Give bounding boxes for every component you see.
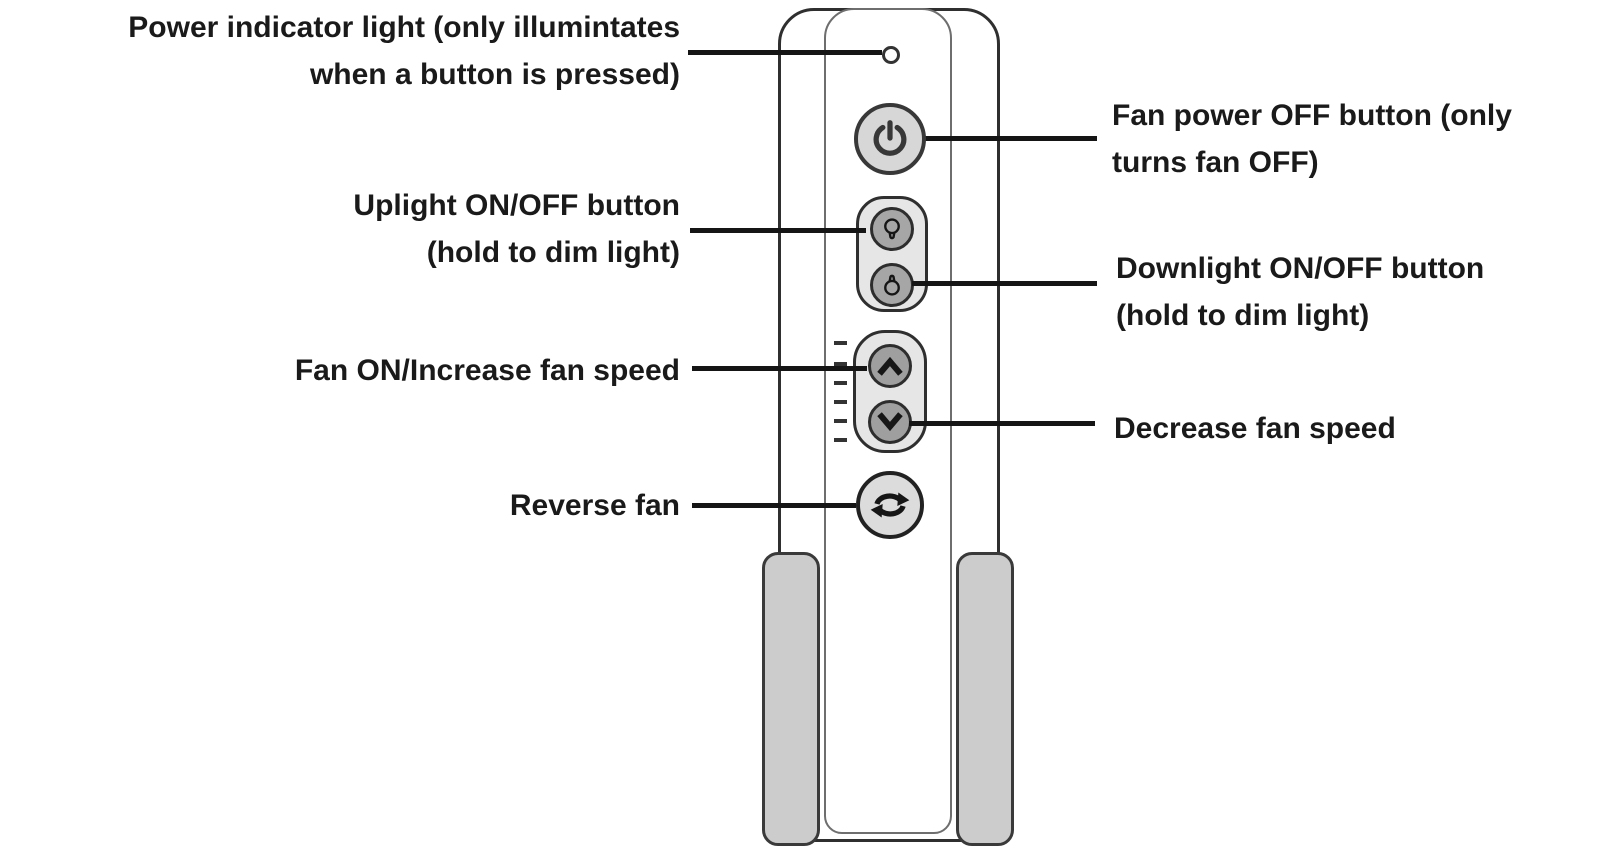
callout-label-power-indicator: Power indicator light (only illumintates… <box>128 4 680 98</box>
label-line: Reverse fan <box>509 489 680 522</box>
fan-on-increase-button[interactable] <box>868 344 912 388</box>
callout-line-reverse-fan <box>692 503 856 508</box>
label-line: turns fan OFF) <box>1112 146 1319 179</box>
callout-line-fan-on-increase <box>692 366 867 371</box>
callout-line-uplight <box>690 228 866 233</box>
label-line: Fan power OFF button (only <box>1112 99 1512 132</box>
callout-label-downlight: Downlight ON/OFF button (hold to dim lig… <box>1116 245 1484 339</box>
bulb-up-icon <box>884 218 900 240</box>
reverse-fan-button[interactable] <box>856 471 924 539</box>
callout-line-power-indicator <box>688 50 882 55</box>
fan-speed-tick <box>834 362 847 366</box>
power-icon <box>873 120 907 156</box>
label-line: Uplight ON/OFF button <box>353 189 680 222</box>
callout-label-reverse-fan: Reverse fan <box>510 482 680 529</box>
chevron-down-icon <box>877 412 903 432</box>
callout-label-decrease-fan-speed: Decrease fan speed <box>1114 405 1396 452</box>
fan-speed-tick <box>834 438 847 442</box>
label-line: when a button is pressed) <box>309 58 680 91</box>
chevron-up-icon <box>877 356 903 376</box>
fan-speed-tick <box>834 400 847 404</box>
label-line: Fan ON/Increase fan speed <box>294 354 680 387</box>
label-line: Downlight ON/OFF button <box>1116 252 1485 285</box>
fan-power-off-button[interactable] <box>854 103 926 175</box>
callout-line-fan-power-off <box>924 136 1097 141</box>
callout-label-fan-on-increase: Fan ON/Increase fan speed <box>295 347 680 394</box>
power-indicator-light <box>882 46 900 64</box>
fan-decrease-button[interactable] <box>868 400 912 444</box>
fan-speed-tick <box>834 419 847 423</box>
label-line: (hold to dim light) <box>1116 299 1370 332</box>
reverse-cycle-icon <box>870 492 910 518</box>
callout-label-uplight: Uplight ON/OFF button (hold to dim light… <box>353 182 680 276</box>
remote-right-grip <box>956 552 1014 846</box>
uplight-button[interactable] <box>870 207 914 251</box>
label-line: (hold to dim light) <box>426 236 680 269</box>
remote-left-grip <box>762 552 820 846</box>
callout-label-fan-power-off: Fan power OFF button (only turns fan OFF… <box>1112 92 1512 186</box>
fan-speed-tick <box>834 341 847 345</box>
label-line: Power indicator light (only illumintates <box>128 11 680 44</box>
fan-speed-buttons-group <box>853 330 927 453</box>
light-buttons-group <box>856 196 928 312</box>
downlight-button[interactable] <box>870 263 914 307</box>
bulb-down-icon <box>884 274 900 296</box>
fan-speed-tick <box>834 381 847 385</box>
callout-line-decrease-fan-speed <box>909 421 1095 426</box>
callout-line-downlight <box>912 281 1097 286</box>
label-line: Decrease fan speed <box>1114 412 1396 445</box>
